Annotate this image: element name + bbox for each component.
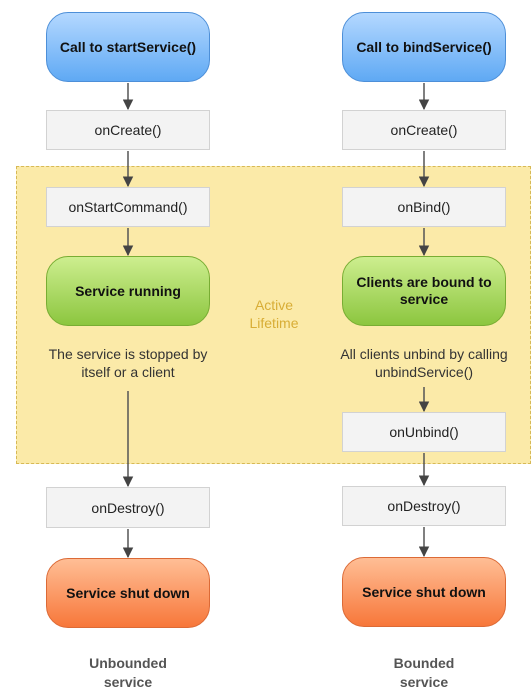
left-start-node: Call to startService() bbox=[46, 12, 210, 82]
left-service-running-node: Service running bbox=[46, 256, 210, 326]
left-stop-note: The service is stopped by itself or a cl… bbox=[48, 346, 208, 380]
left-ondestroy-node: onDestroy() bbox=[46, 487, 210, 528]
active-lifetime-label: Active Lifetime bbox=[249, 297, 299, 331]
left-shutdown-node: Service shut down bbox=[46, 558, 210, 628]
right-shutdown-node: Service shut down bbox=[342, 557, 506, 627]
right-caption: Bounded service bbox=[393, 655, 455, 690]
left-oncreate-node: onCreate() bbox=[46, 110, 210, 150]
right-unbind-note: All clients unbind by calling unbindServ… bbox=[340, 346, 508, 380]
right-onunbind-node: onUnbind() bbox=[342, 412, 506, 452]
right-oncreate-node: onCreate() bbox=[342, 110, 506, 150]
right-onbind-node: onBind() bbox=[342, 187, 506, 227]
left-onstartcommand-node: onStartCommand() bbox=[46, 187, 210, 227]
right-ondestroy-node: onDestroy() bbox=[342, 486, 506, 526]
left-caption: Unbounded service bbox=[89, 655, 167, 690]
right-clients-bound-node: Clients are bound to service bbox=[342, 256, 506, 326]
right-start-node: Call to bindService() bbox=[342, 12, 506, 82]
